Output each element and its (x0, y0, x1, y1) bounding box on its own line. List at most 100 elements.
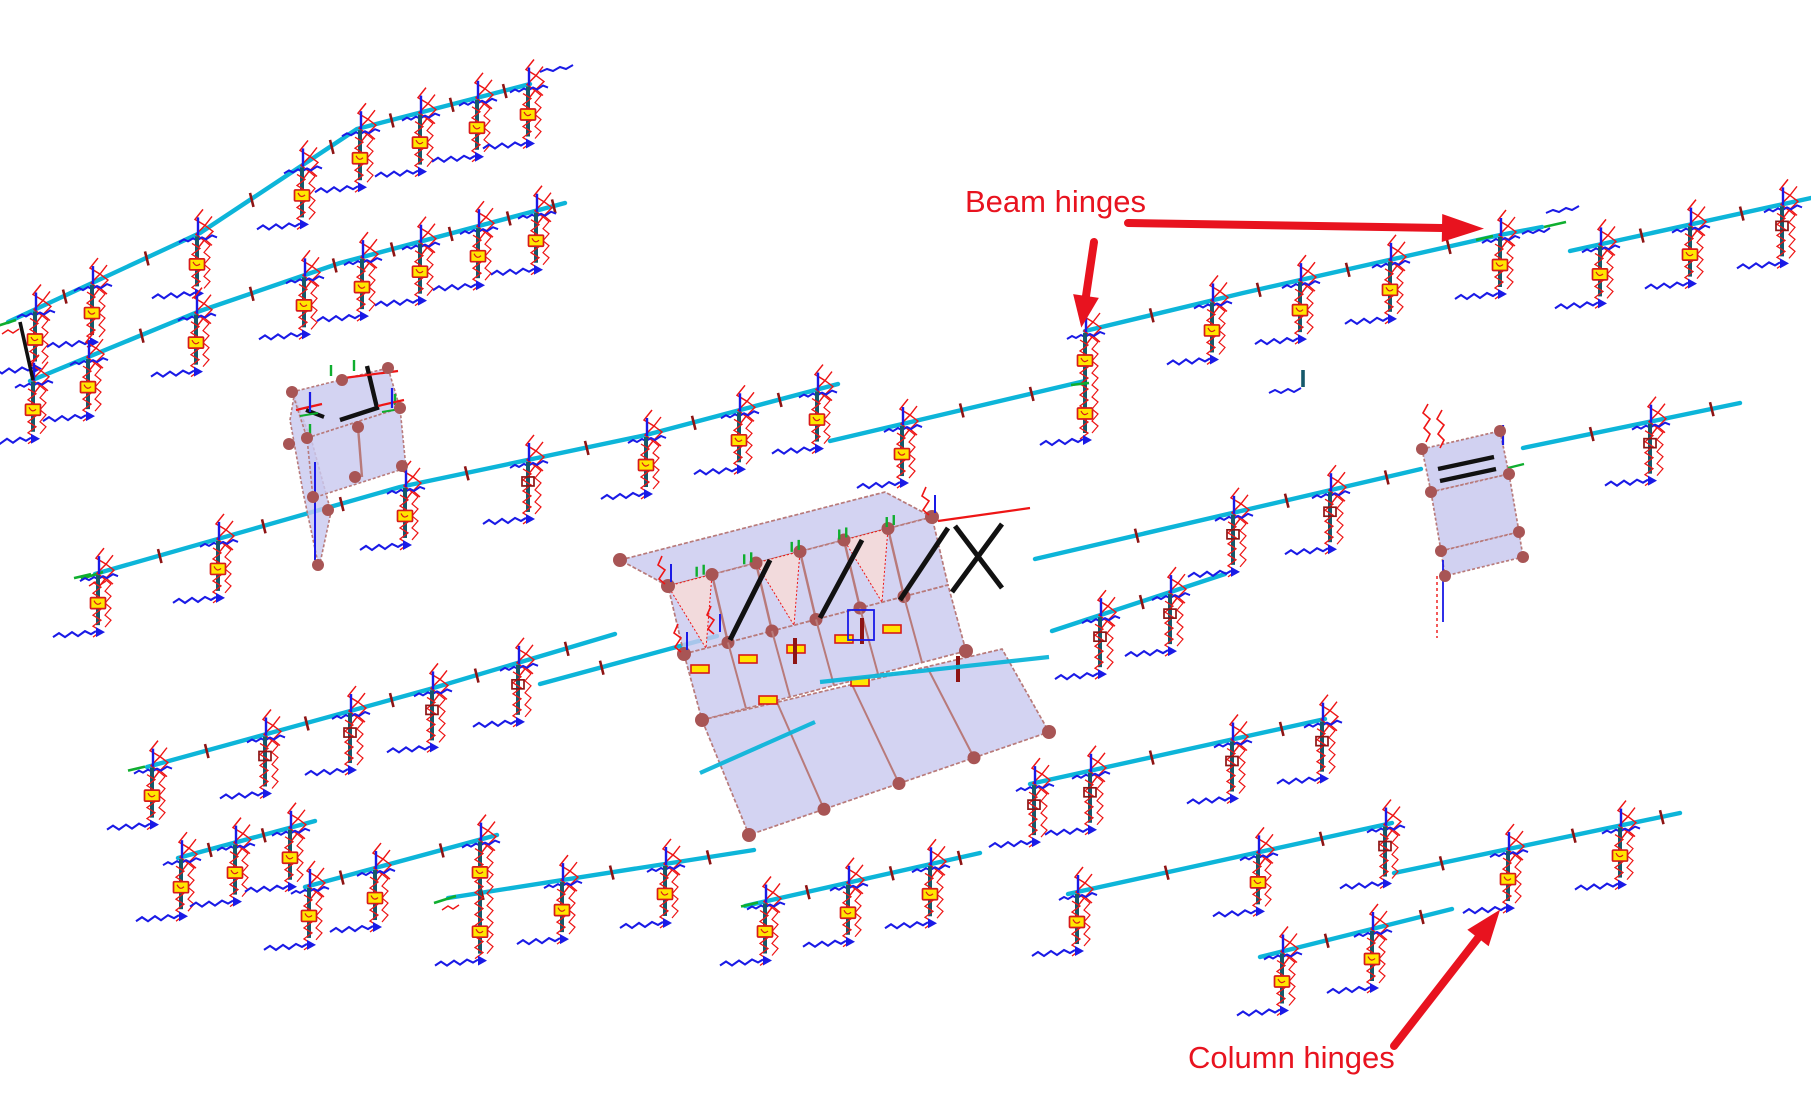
beam-hinge-tick-icon (203, 743, 210, 759)
joint-red-zigzag-icon (310, 256, 322, 287)
support-arrow-icon (300, 219, 309, 230)
column-hinge-glyph (482, 434, 549, 526)
column-hinge-glyph (884, 838, 951, 930)
beam-hinge-tick-icon (248, 286, 255, 302)
column-hinge-glyph (600, 409, 667, 501)
joint-red-zigzag-icon (271, 716, 283, 747)
annotation-arrows-layer (1073, 214, 1501, 1050)
column-hinge-glyph (304, 685, 371, 777)
yield-hinge-icon (1685, 251, 1694, 257)
support-arrow-icon (737, 464, 746, 475)
yield-hinge-icon (83, 306, 101, 320)
yield-hinge-icon (188, 258, 206, 271)
yield-hinge-icon (756, 925, 774, 938)
wall-front-panel (306, 406, 407, 500)
beam-hinge-tick-icon (550, 199, 557, 214)
beam-hinge-tick-icon (1255, 282, 1262, 298)
column-hinge-glyph-target (1462, 823, 1529, 915)
support-arrow-icon (1168, 646, 1177, 657)
support-arrow-icon (1032, 837, 1041, 848)
beam-member (1257, 906, 1455, 960)
support-blue-squiggle-icon (1236, 1008, 1281, 1017)
column-hinge-glyph (1604, 396, 1671, 487)
yield-hinge-icon (527, 234, 545, 248)
joint-red-zigzag-icon (1239, 494, 1251, 525)
wall-red-zigzag-icon (673, 623, 683, 653)
support-blue-squiggle-icon (482, 141, 527, 150)
joint-red-zigzag-icon (224, 520, 236, 551)
brace-black (339, 365, 380, 423)
column-hinge-glyph (771, 364, 838, 455)
joint-red-zigzag-icon (29, 354, 43, 396)
joint-red-zigzag-icon (1391, 806, 1403, 837)
yield-hinge-icon (921, 887, 939, 901)
yield-hinge-icon (24, 403, 42, 417)
support-arrow-icon (1780, 258, 1789, 269)
strut-black (18, 321, 35, 381)
yield-hinge-icon (143, 789, 161, 802)
support-arrow-icon (150, 819, 159, 830)
support-arrow-icon (288, 881, 297, 892)
column-hinge-glyph (1054, 589, 1121, 681)
column-hinge-glyph (1212, 826, 1279, 918)
beam-M (1027, 716, 1328, 787)
joint-red-zigzag-icon (1030, 757, 1044, 799)
joint-red-zigzag-icon (241, 824, 253, 855)
yield-hinge-icon (473, 253, 482, 258)
yield-hinge-icon (1253, 879, 1262, 885)
joint-red-zigzag-icon (936, 845, 948, 876)
column-hinge-glyph (472, 637, 539, 729)
wall-joint-green (299, 412, 319, 417)
joint-red-zigzag-icon (483, 79, 495, 110)
hinge-marker-rect-icon (1027, 799, 1041, 810)
joint-red-zigzag-icon (416, 216, 430, 258)
column-hinges-arrow-shaft (1390, 934, 1482, 1050)
support-blue-squiggle-icon (1268, 387, 1302, 395)
support-blue-squiggle-icon (516, 936, 561, 946)
beam-member (1391, 810, 1683, 876)
joint-red-zigzag-icon (358, 231, 372, 273)
wall-node-dot (959, 644, 973, 658)
column-hinge-glyph (431, 72, 498, 164)
yield-hinge-icon (469, 249, 487, 263)
support-arrow-icon (216, 592, 225, 603)
hinge-marker-rect-icon (1315, 735, 1329, 747)
beam-hinge-tick-icon (1133, 528, 1140, 543)
wall-green-tick-icon (1507, 462, 1525, 470)
support-blue-squiggle-icon (432, 282, 477, 292)
column-hinge-glyph (374, 87, 441, 178)
hinge-marker-rect-icon (258, 750, 272, 762)
plastic-spring-icon (1163, 600, 1175, 657)
support-arrow-icon (1370, 983, 1379, 993)
support-arrow-icon (1320, 773, 1329, 784)
wall-node-dot (613, 553, 627, 567)
joint-red-zigzag-icon (193, 208, 207, 250)
beam-hinge-tick-icon (1138, 594, 1145, 610)
joint-red-zigzag-icon (148, 740, 162, 782)
wall-node-dot (967, 751, 981, 765)
wall-red-zigzag-icon (1421, 403, 1432, 443)
plastic-spring-icon (1027, 791, 1039, 848)
hinge-marker-rect-icon (1643, 437, 1657, 449)
yield-hinge-icon (1681, 248, 1699, 261)
yield-hinge-icon (415, 139, 424, 145)
support-blue-squiggle-icon (1254, 336, 1299, 346)
beam-hinge-tick-icon (303, 716, 310, 731)
joint-red-zigzag-icon (368, 238, 380, 269)
support-blue-squiggle-icon (1054, 671, 1099, 681)
wall-node-dot (1503, 468, 1515, 480)
plastic-spring-icon (511, 671, 523, 728)
beam-P (1520, 400, 1743, 451)
yield-hinge-icon (1499, 872, 1517, 886)
support-blue-squiggle-icon (1736, 261, 1781, 270)
yield-hinge-icon (209, 562, 227, 576)
column-hinge-glyph (619, 838, 686, 930)
yield-hinge-icon (300, 909, 318, 923)
beam-N (1257, 906, 1455, 960)
support-arrow-icon (763, 955, 772, 966)
yield-hinge-icon (1207, 327, 1216, 333)
support-blue-squiggle-icon (434, 958, 479, 967)
joint-red-zigzag-icon (771, 883, 783, 914)
column-hinge-glyph (263, 860, 330, 952)
support-arrow-icon (348, 765, 357, 776)
